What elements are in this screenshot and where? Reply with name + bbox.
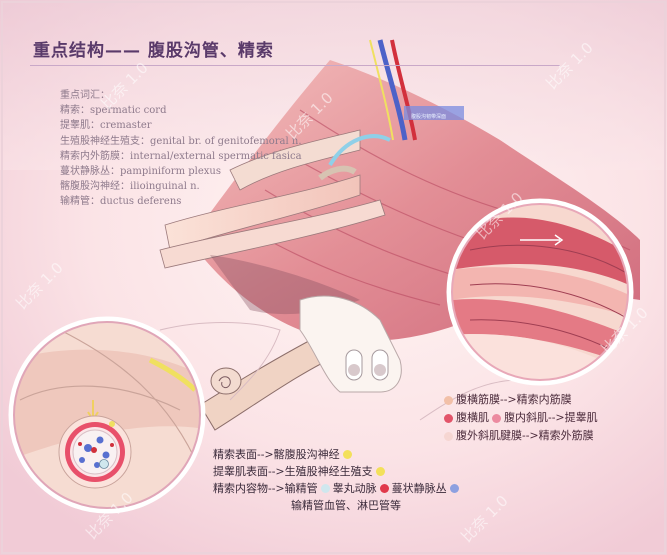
color-swatch xyxy=(444,431,453,441)
title-divider xyxy=(30,65,560,66)
legend-line: 精索内容物-->输精管 睾丸动脉 蔓状静脉丛 xyxy=(213,480,462,497)
legend-text: 蔓状静脉丛 xyxy=(391,482,447,495)
color-swatch xyxy=(492,413,501,423)
layer-legend: 腹横筋膜-->精索内筋膜 腹横肌 腹内斜肌-->提睾肌 腹外斜肌腱膜-->精索外… xyxy=(441,391,598,445)
legend-line: 精索表面-->髂腹股沟神经 xyxy=(213,446,462,463)
artery-swatch xyxy=(379,484,389,493)
color-swatch xyxy=(444,395,453,405)
vein-swatch xyxy=(449,484,459,493)
nerve-swatch xyxy=(375,467,385,476)
vocabulary-item: 生殖股神经生殖支：genital br. of genitofemoral n. xyxy=(60,135,302,147)
legend-text: 输精管血管、淋巴管等 xyxy=(291,499,401,512)
vocabulary-list: 重点词汇： 精索：spermatic cord 提睾肌：cremaster 生殖… xyxy=(60,88,302,210)
vocabulary-item: 精索：spermatic cord xyxy=(60,105,167,117)
legend-line: 提睾肌表面-->生殖股神经生殖支 xyxy=(213,463,462,480)
vocabulary-item: 髂腹股沟神经：ilioinguinal n. xyxy=(60,181,200,193)
legend-row-fascia: 腹横筋膜-->精索内筋膜 xyxy=(441,391,598,409)
legend-line: 输精管血管、淋巴管等 xyxy=(213,497,462,514)
cord-legend: 精索表面-->髂腹股沟神经 提睾肌表面-->生殖股神经生殖支 精索内容物-->输… xyxy=(213,446,462,514)
legend-text: 提睾肌表面-->生殖股神经生殖支 xyxy=(213,465,373,478)
legend-text: 精索表面-->髂腹股沟神经 xyxy=(213,448,340,461)
vas-swatch xyxy=(320,484,330,493)
legend-text: 腹横筋膜-->精索内筋膜 xyxy=(456,393,572,406)
color-swatch xyxy=(444,413,453,423)
vocabulary-item: 蔓状静脉丛：pampiniform plexus xyxy=(60,166,221,178)
legend-text: 精索内容物-->输精管 xyxy=(213,482,318,495)
vocabulary-item: 输精管：ductus deferens xyxy=(60,196,182,208)
legend-row-muscle: 腹横肌 腹内斜肌-->提睾肌 xyxy=(441,409,598,427)
vocabulary-item: 精索内外筋膜：internal/external spermatic fasic… xyxy=(60,150,302,162)
legend-text: 睾丸动脉 xyxy=(332,482,377,495)
legend-text: 腹横肌 xyxy=(456,411,489,424)
legend-text: 腹内斜肌-->提睾肌 xyxy=(504,411,598,424)
vocabulary-item: 提睾肌：cremaster xyxy=(60,120,152,132)
vocabulary-heading: 重点词汇： xyxy=(60,90,110,101)
nerve-swatch xyxy=(342,450,352,459)
legend-row-aponeurosis: 腹外斜肌腱膜-->精索外筋膜 xyxy=(441,427,598,445)
page-title: 重点结构—— 腹股沟管、精索 xyxy=(33,41,274,61)
small-annotation: 腹股沟韧带深面 xyxy=(411,114,447,120)
legend-text: 腹外斜肌腱膜-->精索外筋膜 xyxy=(456,429,594,442)
